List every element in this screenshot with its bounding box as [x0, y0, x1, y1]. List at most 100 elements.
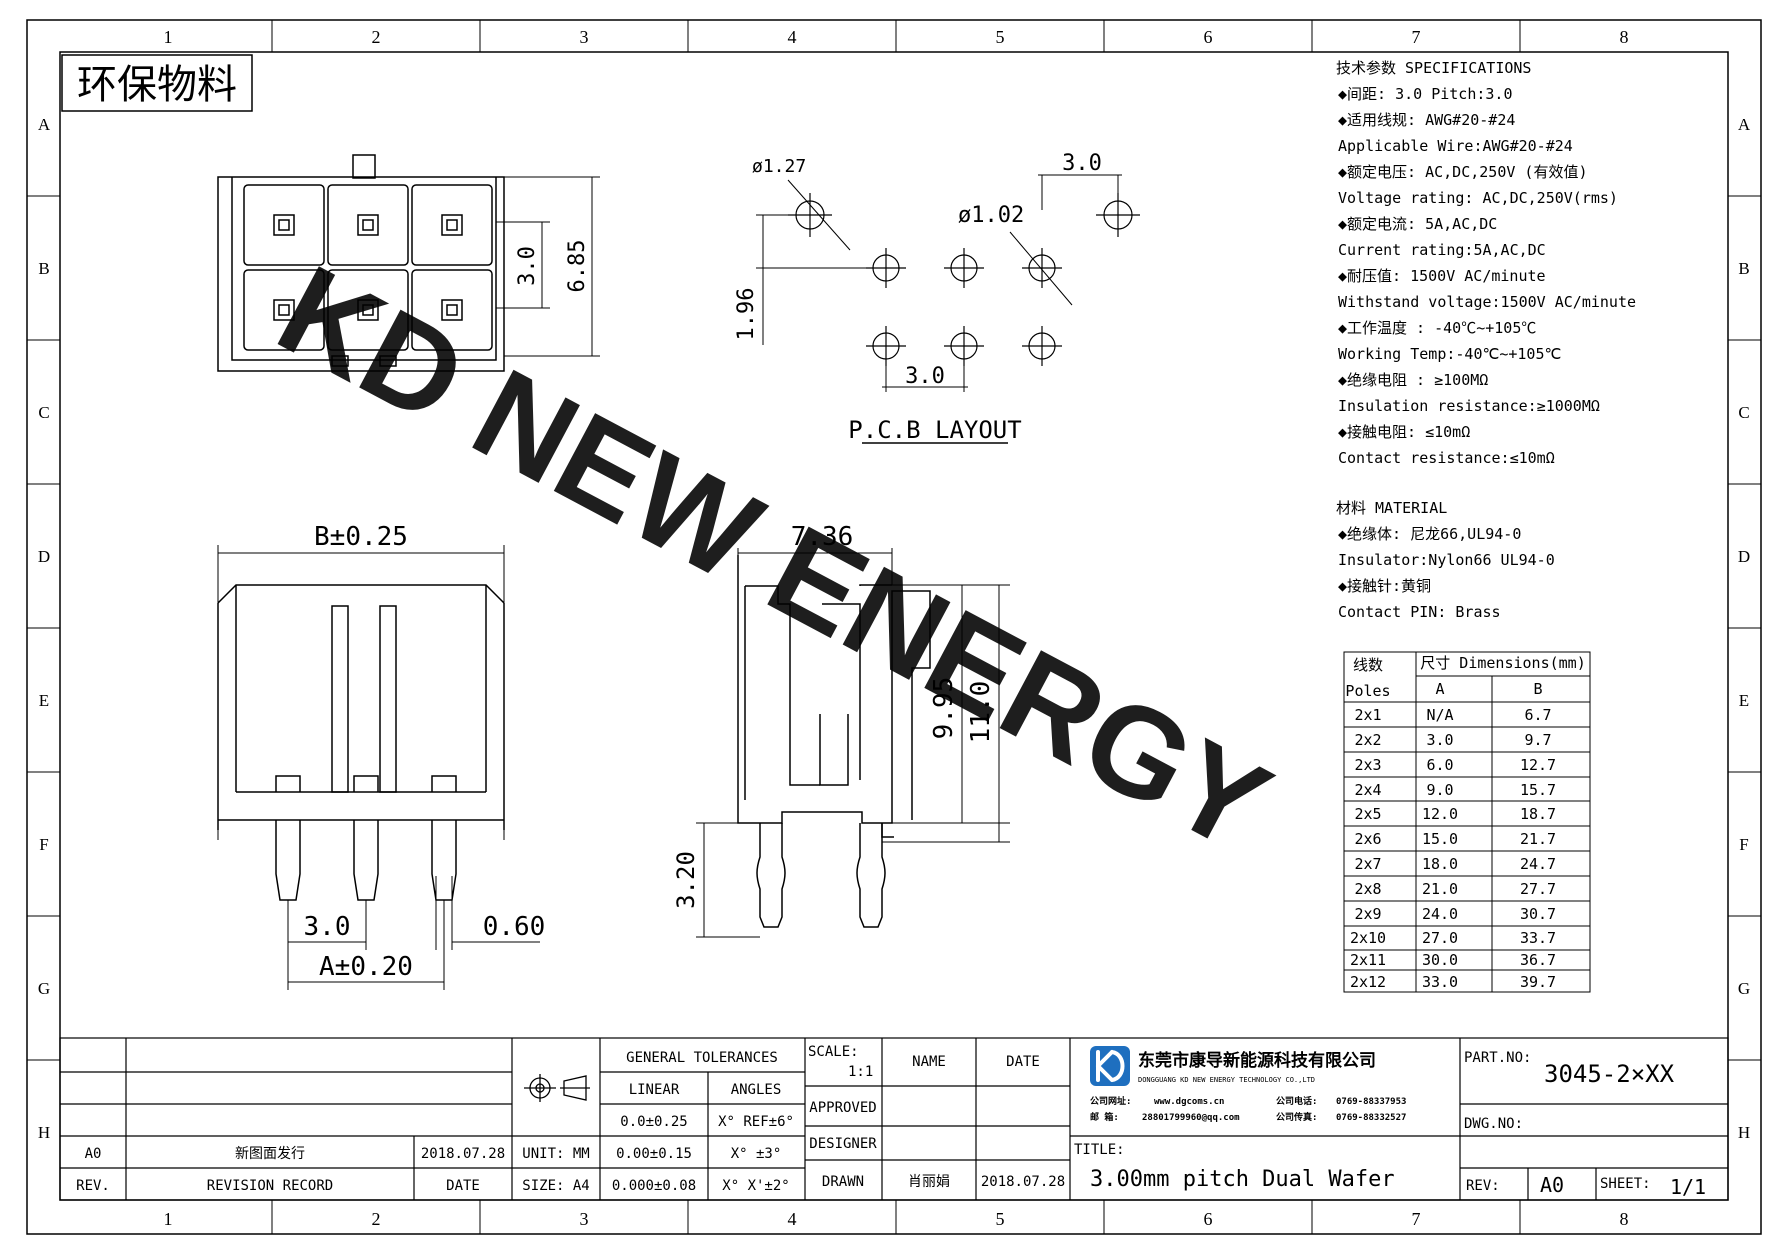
dim-bottom-span: A±0.20 — [319, 952, 413, 982]
grid-row-label: D — [1738, 547, 1750, 566]
pcb-row-dim: 1.96 — [734, 288, 759, 341]
grid-col-label: 3 — [580, 1209, 589, 1229]
rev-date-value: 2018.07.28 — [421, 1146, 505, 1162]
bottom-view — [217, 545, 540, 990]
grid-col-label: 4 — [788, 1209, 797, 1229]
spec-line: Voltage rating: AC,DC,250V(rms) — [1338, 189, 1618, 207]
unit-label: UNIT: MM — [522, 1146, 589, 1162]
dim-side-tail: 3.20 — [672, 851, 700, 909]
spec-line: ◆绝缘电阻 : ≥100MΩ — [1338, 371, 1488, 389]
part-no-label: PART.NO: — [1464, 1050, 1531, 1066]
tel-label: 公司电话: — [1276, 1095, 1317, 1107]
grid-col-label: 5 — [996, 1209, 1005, 1229]
grid-col-label: 2 — [372, 27, 381, 47]
dim-table-cell: 9.7 — [1524, 731, 1551, 749]
material-line: Contact PIN: Brass — [1338, 603, 1501, 621]
spec-line: Withstand voltage:1500V AC/minute — [1338, 293, 1636, 311]
dim-table-header-poles-cn: 线数 — [1353, 656, 1383, 674]
revision-record-label: REVISION RECORD — [207, 1178, 333, 1194]
dim-table-cell: 2x1 — [1354, 706, 1381, 724]
pcb-hole — [866, 326, 906, 366]
grid-col-label: 8 — [1620, 1209, 1629, 1229]
scale-value: 1:1 — [848, 1064, 873, 1080]
eco-label-box: 环保物料 — [61, 54, 253, 112]
tel-value: 0769-88337953 — [1336, 1097, 1406, 1107]
dim-table-cell: 18.7 — [1520, 805, 1556, 823]
grid-row-label: H — [1738, 1123, 1750, 1142]
spec-line: ◆耐压值: 1500V AC/minute — [1338, 267, 1546, 285]
tol-linear: 0.000±0.08 — [612, 1178, 696, 1194]
tol-linear: 0.00±0.15 — [616, 1146, 692, 1162]
grid-row-label: B — [1738, 259, 1749, 278]
spec-line: ◆额定电压: AC,DC,250V (有效值) — [1338, 163, 1588, 181]
grid-row-label: G — [1738, 979, 1750, 998]
company-name-cn: 东莞市康导新能源科技有限公司 — [1138, 1050, 1376, 1071]
pcb-pitch-top-dim: 3.0 — [1062, 151, 1102, 176]
spec-line: ◆间距: 3.0 Pitch:3.0 — [1338, 85, 1513, 103]
grid-col-label: 6 — [1204, 27, 1213, 47]
grid-col-label: 7 — [1412, 1209, 1421, 1229]
dim-table-header-a: A — [1435, 680, 1444, 698]
fax-label: 公司传真: — [1276, 1111, 1317, 1123]
dim-table-cell: 33.0 — [1422, 973, 1458, 991]
grid-col-label: 6 — [1204, 1209, 1213, 1229]
dim-table-cell: 21.0 — [1422, 880, 1458, 898]
grid-col-label: 8 — [1620, 27, 1629, 47]
spec-line: ◆工作温度 : -40℃~+105℃ — [1338, 319, 1536, 337]
dim-table-cell: 24.7 — [1520, 855, 1556, 873]
grid-row-label: H — [38, 1123, 50, 1142]
frame-col-labels-top: 1 2 3 4 5 6 7 8 — [164, 27, 1629, 47]
spec-line: Insulation resistance:≥1000MΩ — [1338, 397, 1600, 415]
dim-table-cell: 2x10 — [1350, 929, 1386, 947]
mail-value: 28801799960@qq.com — [1142, 1113, 1240, 1123]
dim-table-cell: 2x9 — [1354, 905, 1381, 923]
approved-label: APPROVED — [809, 1100, 876, 1116]
pcb-hole — [1022, 248, 1062, 288]
grid-row-label: A — [38, 115, 51, 134]
side-view — [696, 548, 1010, 938]
dim-table-cell: N/A — [1426, 706, 1453, 724]
grid-col-label: 4 — [788, 27, 797, 47]
scale-label: SCALE: — [808, 1044, 859, 1060]
grid-row-label: F — [1739, 835, 1748, 854]
pcb-hole-large-dim: ø1.27 — [752, 156, 806, 177]
specifications: 技术参数 SPECIFICATIONS ◆间距: 3.0 Pitch:3.0 ◆… — [1336, 59, 1636, 467]
dim-table-cell: 6.7 — [1524, 706, 1551, 724]
grid-row-label: E — [1739, 691, 1749, 710]
pcb-pitch-bottom-dim: 3.0 — [905, 364, 945, 389]
frame-col-ticks — [27, 20, 1761, 1234]
dim-table-cell: 39.7 — [1520, 973, 1556, 991]
grid-row-label: A — [1738, 115, 1751, 134]
pcb-layout-title: P.C.B LAYOUT — [848, 416, 1021, 444]
fax-value: 0769-88332527 — [1336, 1113, 1406, 1123]
title-block: A0 新图面发行 2018.07.28 REV. REVISION RECORD… — [59, 1037, 1729, 1201]
web-value: www.dgcoms.cn — [1154, 1097, 1224, 1107]
dim-table-cell: 12.0 — [1422, 805, 1458, 823]
dim-table-cell: 3.0 — [1426, 731, 1453, 749]
linear-label: LINEAR — [629, 1082, 680, 1098]
web-label: 公司网址: — [1090, 1095, 1131, 1107]
dim-table-cell: 15.7 — [1520, 781, 1556, 799]
dim-side-height: 11.0 — [966, 681, 996, 744]
company-logo — [1090, 1046, 1130, 1086]
spec-line: Contact resistance:≤10mΩ — [1338, 449, 1555, 467]
material-line: ◆接触针:黄铜 — [1338, 577, 1431, 595]
dim-table-cell: 12.7 — [1520, 756, 1556, 774]
dim-side-depth: 7.36 — [791, 522, 854, 552]
tol-angle: X° X'±2° — [722, 1178, 789, 1194]
frame-row-labels-left: A B C D E F G H — [38, 115, 51, 1142]
dim-side-inner: 9.95 — [929, 677, 959, 740]
drawing-title: 3.00mm pitch Dual Wafer — [1090, 1167, 1395, 1192]
frame-col-labels-bottom: 1 2 3 4 5 6 7 8 — [164, 1209, 1629, 1229]
rev2-value: A0 — [1540, 1173, 1564, 1197]
size-label: SIZE: A4 — [522, 1178, 589, 1194]
tol-angle: X° REF±6° — [718, 1114, 794, 1130]
company-name-en: DONGGUANG KD NEW ENERGY TECHNOLOGY CO.,L… — [1138, 1076, 1315, 1084]
drawn-name: 肖丽娟 — [908, 1174, 950, 1190]
pcb-layout — [756, 174, 1140, 444]
dim-table-cell: 36.7 — [1520, 951, 1556, 969]
grid-row-label: G — [38, 979, 50, 998]
grid-row-label: C — [38, 403, 49, 422]
tol-angle: X° ±3° — [731, 1146, 782, 1162]
dim-table-header-dims: 尺寸 Dimensions(mm) — [1420, 654, 1585, 672]
